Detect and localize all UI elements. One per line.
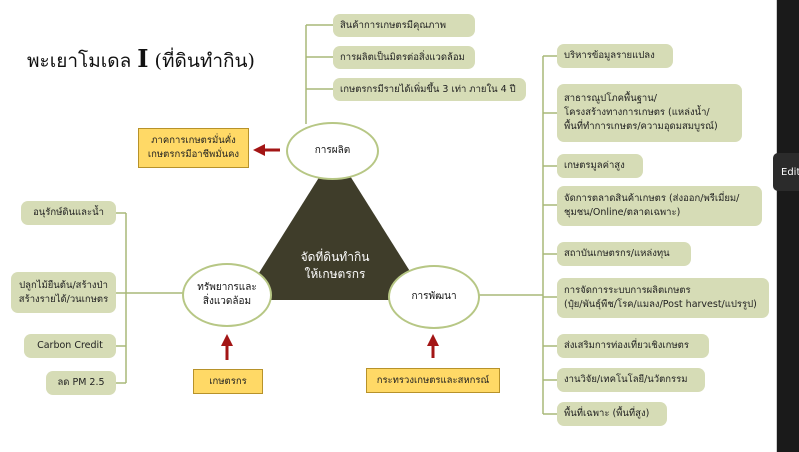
production-item: การผลิตเป็นมิตรต่อสิ่งแวดล้อม [333,46,475,69]
connector-lines [116,24,557,415]
farmer-box: เกษตรกร [193,369,263,394]
slide: พะเยาโมเดล I (ที่ดินทำกิน) สินค้าการเกษต… [0,0,777,452]
production-item: สินค้าการเกษตรมีคุณภาพ [333,14,475,37]
resources-node: ทรัพยากรและ สิ่งแวดล้อม [182,263,272,327]
development-item: การจัดการระบบการผลิตเกษตร (ปุ๋ย/พันธุ์พื… [557,278,769,318]
development-item: พื้นที่เฉพาะ (พื้นที่สูง) [557,402,667,426]
edit-button[interactable]: Edit [773,153,799,191]
development-item: สถาบันเกษตรกร/แหล่งทุน [557,242,691,266]
page-title: พะเยาโมเดล I (ที่ดินทำกิน) [27,44,255,73]
resources-item: ปลูกไม้ยืนต้น/สร้างป่า สร้างรายได้/วนเกษ… [11,272,116,313]
resources-item: ลด PM 2.5 [46,371,116,395]
resources-item: Carbon Credit [24,334,116,358]
center-label: จัดที่ดินทำกิน ให้เกษตรกร [300,250,370,281]
production-item: เกษตรกรมีรายได้เพิ่มขึ้น 3 เท่า ภายใน 4 … [333,78,526,101]
development-node: การพัฒนา [388,265,480,329]
development-item: ส่งเสริมการท่องเที่ยวเชิงเกษตร [557,334,709,358]
ministry-box: กระทรวงเกษตรและสหกรณ์ [366,368,500,393]
production-node: การผลิต [286,122,379,180]
development-item: สาธารณูปโภคพื้นฐาน/ โครงสร้างทางการเกษตร… [557,84,742,142]
development-item: งานวิจัย/เทคโนโลยี/นวัตกรรม [557,368,705,392]
development-item: จัดการตลาดสินค้าเกษตร (ส่งออก/พรีเมี่ยม/… [557,186,762,226]
development-item: เกษตรมูลค่าสูง [557,154,643,178]
outcome-box: ภาคการเกษตรมั่นคั่ง เกษตรกรมีอาชีพมั่นคง [138,128,249,168]
development-item: บริหารข้อมูลรายแปลง [557,44,673,68]
resources-item: อนุรักษ์ดินและน้ำ [21,201,116,225]
central-triangle [242,152,428,300]
